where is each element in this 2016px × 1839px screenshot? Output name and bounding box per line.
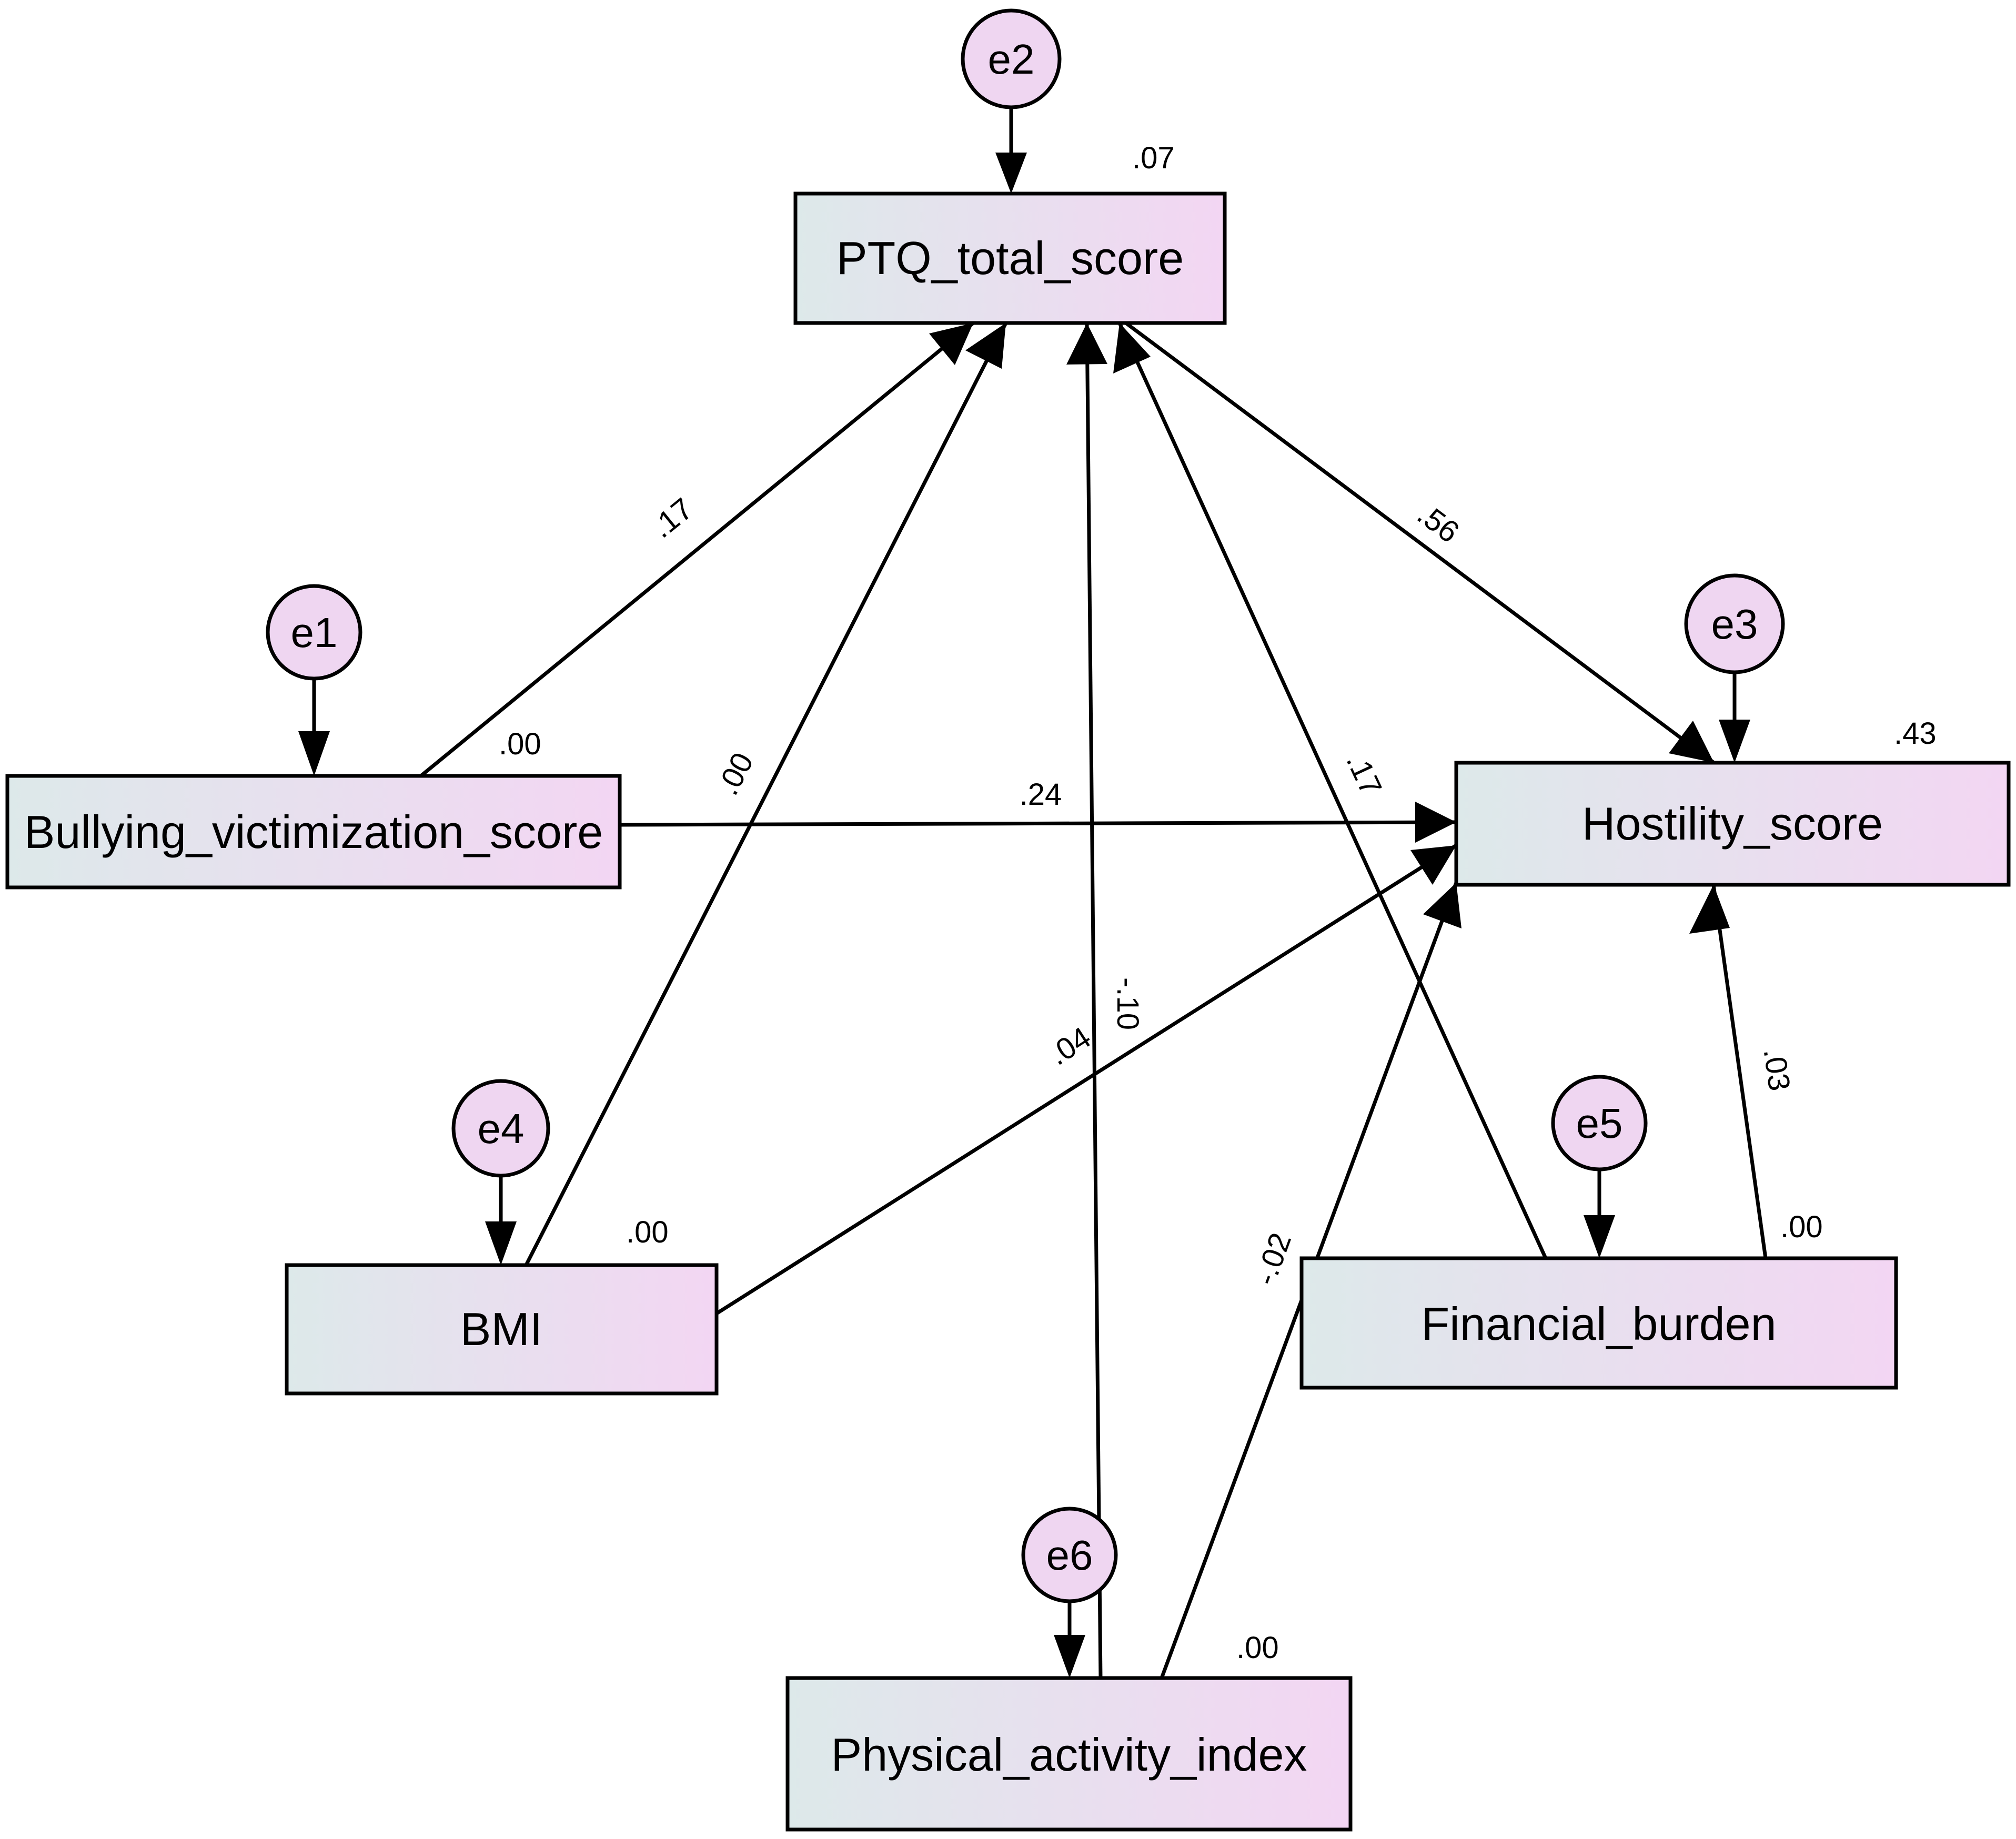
node-label: Physical_activity_index: [831, 1729, 1307, 1781]
arrowhead-physical-activity-to-ptq: [1066, 323, 1107, 365]
arrowhead-ptq-to-hostility: [1669, 721, 1714, 763]
node-physical-activity-index[interactable]: Physical_activity_index .00: [785, 1631, 1353, 1832]
coef-bmi-to-hostility: .04: [1043, 1020, 1097, 1072]
node-hostility-score[interactable]: Hostility_score .43: [1454, 716, 2011, 887]
node-label: Bullying_victimization_score: [24, 806, 603, 858]
coef-bullying-to-ptq: .17: [645, 491, 700, 544]
r-squared-label: .00: [626, 1215, 669, 1249]
error-label: e4: [478, 1105, 525, 1152]
node-box: [5, 774, 622, 890]
node-label: PTQ_total_score: [836, 232, 1184, 284]
coef-bmi-to-ptq: .00: [710, 747, 760, 800]
error-arrowhead: [995, 153, 1027, 194]
r-squared-label: .00: [1236, 1631, 1279, 1665]
node-label: Financial_burden: [1421, 1298, 1776, 1350]
node-box: [785, 1676, 1353, 1832]
coefficient-labels: .17 .00 -.10 .17 .56 .24 .04 -.02 .03: [645, 491, 1797, 1289]
error-arrowhead: [485, 1221, 517, 1265]
arrowhead-physical-activity-to-hostility: [1423, 883, 1461, 928]
error-e6[interactable]: e6: [1021, 1507, 1118, 1678]
r-squared-label: .00: [1780, 1210, 1823, 1244]
path-ptq-to-hostility[interactable]: [1124, 321, 1716, 764]
error-e5[interactable]: e5: [1551, 1075, 1648, 1258]
error-label: e5: [1576, 1100, 1623, 1147]
node-bullying-victimization-score[interactable]: Bullying_victimization_score .00: [5, 727, 622, 890]
error-label: e2: [988, 36, 1035, 83]
node-box: [793, 191, 1227, 325]
node-bmi[interactable]: BMI .00: [285, 1215, 719, 1396]
coef-physical-activity-to-hostility: -.02: [1248, 1228, 1298, 1289]
path-financial-to-hostility[interactable]: [1711, 884, 1768, 1259]
r-squared-label: .07: [1132, 141, 1175, 175]
error-label: e3: [1711, 601, 1758, 648]
arrowhead-financial-to-hostility: [1689, 885, 1730, 934]
error-e1[interactable]: e1: [266, 584, 362, 776]
arrowhead-financial-to-ptq: [1113, 323, 1151, 373]
coef-financial-to-ptq: .17: [1339, 747, 1388, 801]
path-bullying-to-ptq[interactable]: [419, 321, 975, 777]
coef-bullying-to-hostility: .24: [1020, 777, 1062, 812]
coef-financial-to-hostility: .03: [1757, 1046, 1797, 1093]
error-label: e1: [291, 609, 338, 656]
arrowheads-group: [929, 323, 1730, 934]
error-label: e6: [1046, 1532, 1093, 1579]
node-ptq-total-score[interactable]: PTQ_total_score .07: [793, 141, 1227, 325]
error-arrowhead: [298, 731, 330, 776]
node-box: [1454, 761, 2011, 887]
arrowhead-bullying-to-ptq: [929, 323, 973, 365]
arrowhead-bmi-to-ptq: [965, 323, 1006, 369]
path-physical-activity-to-ptq[interactable]: [1085, 322, 1103, 1679]
node-box: [1299, 1256, 1898, 1390]
error-e4[interactable]: e4: [451, 1079, 550, 1265]
node-box: [285, 1263, 719, 1396]
path-financial-to-ptq[interactable]: [1117, 322, 1548, 1259]
path-bmi-to-hostility[interactable]: [715, 844, 1457, 1315]
error-arrowhead: [1054, 1635, 1085, 1678]
arrowhead-bmi-to-hostility: [1410, 845, 1456, 885]
arrowhead-bullying-to-hostility: [1415, 802, 1456, 843]
coef-physical-activity-to-ptq: -.10: [1111, 977, 1145, 1030]
error-e2[interactable]: e2: [961, 8, 1062, 194]
error-e3[interactable]: e3: [1684, 573, 1785, 763]
path-bmi-to-ptq[interactable]: [524, 322, 1008, 1266]
error-arrowhead: [1719, 720, 1750, 763]
r-squared-label: .43: [1894, 716, 1937, 751]
node-label: Hostility_score: [1582, 797, 1883, 850]
r-squared-label: .00: [499, 727, 541, 761]
node-financial-burden[interactable]: Financial_burden .00: [1299, 1210, 1898, 1390]
paths-group: [419, 321, 1768, 1679]
error-arrowhead: [1584, 1215, 1615, 1258]
node-label: BMI: [460, 1303, 542, 1355]
path-bullying-to-hostility[interactable]: [619, 820, 1457, 827]
